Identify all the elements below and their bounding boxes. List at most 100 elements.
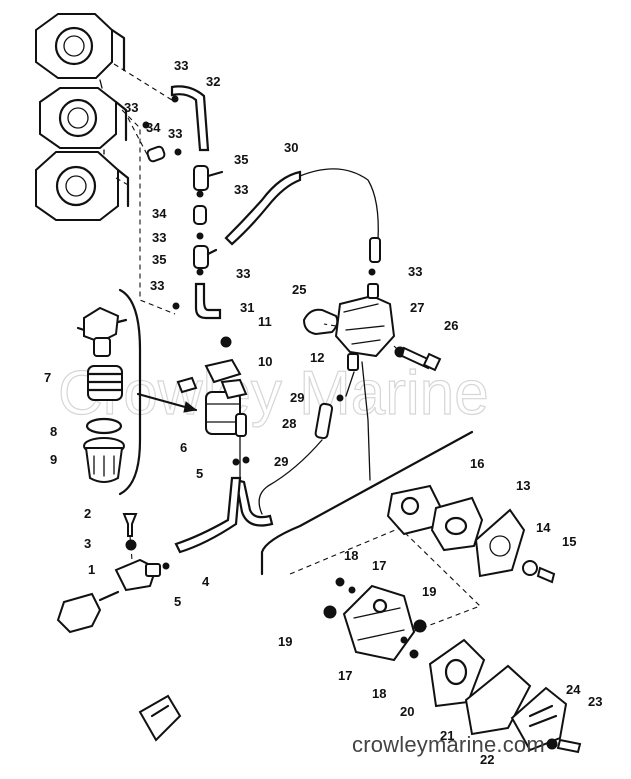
callout-28: 28 <box>282 416 296 431</box>
callout-33: 33 <box>124 100 138 115</box>
tee-fitting-35-upper <box>193 165 224 191</box>
repair-kit-bracket <box>260 430 474 576</box>
hose-31 <box>194 282 222 320</box>
callout-33: 33 <box>408 264 422 279</box>
callout-18: 18 <box>372 686 386 701</box>
hose-30 <box>224 170 302 246</box>
clamp-5a <box>232 458 240 466</box>
diaphragm-21 <box>464 664 532 736</box>
screw-17-upper <box>348 586 356 594</box>
hose-4 <box>174 476 242 554</box>
callout-35: 35 <box>152 252 166 267</box>
filter-kit-bracket <box>118 288 142 496</box>
callout-6: 6 <box>180 440 187 455</box>
screw-17-lower <box>400 636 408 644</box>
tee-fitting-35-lower <box>193 245 218 269</box>
screw-15 <box>536 566 556 584</box>
fuel-pump-12 <box>334 283 396 371</box>
callout-1: 1 <box>88 562 95 577</box>
carb-fitting-leaders <box>113 63 176 315</box>
callout-26: 26 <box>444 318 458 333</box>
valve-19-right <box>413 619 427 633</box>
valve-19-left <box>323 605 337 619</box>
screw-10-bolt <box>176 376 198 394</box>
callout-23: 23 <box>588 694 602 709</box>
callout-16: 16 <box>470 456 484 471</box>
callout-33: 33 <box>152 230 166 245</box>
oring-8 <box>85 417 123 435</box>
callout-18: 18 <box>344 548 358 563</box>
clamp-29b <box>242 456 250 464</box>
nut-11 <box>220 336 232 348</box>
callout-10: 10 <box>258 354 272 369</box>
callout-22: 22 <box>480 752 494 767</box>
callout-13: 13 <box>516 478 530 493</box>
hose-30-leader <box>299 168 379 241</box>
carburetor-assembly <box>35 13 130 221</box>
hose-28 <box>314 402 334 440</box>
callout-25: 25 <box>292 282 306 297</box>
callout-4: 4 <box>202 574 210 589</box>
gasket-25 <box>302 308 339 336</box>
watermark-text: Crowley Marine <box>58 359 489 428</box>
screw-23 <box>556 738 582 754</box>
clamp-5b <box>162 562 170 570</box>
quick-connector <box>56 590 120 634</box>
callout-2: 2 <box>84 506 91 521</box>
callout-7: 7 <box>44 370 51 385</box>
callout-29: 29 <box>290 390 304 405</box>
fuel-filter-6 <box>205 378 248 437</box>
callout-24: 24 <box>566 682 581 697</box>
callout-12: 12 <box>310 350 324 365</box>
filter-cap-assembly <box>76 306 128 357</box>
callout-33: 33 <box>168 126 182 141</box>
screw-2 <box>122 513 138 537</box>
callout-19: 19 <box>422 584 436 599</box>
pump-leaders <box>323 323 399 351</box>
callout-33: 33 <box>234 182 248 197</box>
callout-15: 15 <box>562 534 576 549</box>
bolt-26 <box>400 346 442 372</box>
callout-17: 17 <box>372 558 386 573</box>
callout-5: 5 <box>174 594 181 609</box>
joint-34-lower <box>193 205 207 225</box>
callout-35: 35 <box>234 152 248 167</box>
callout-14: 14 <box>536 520 551 535</box>
callout-33: 33 <box>236 266 250 281</box>
primer-leader <box>129 535 133 561</box>
screw-18-upper <box>335 577 345 587</box>
callout-numbers: 33 32 33 34 33 35 30 33 34 33 35 33 33 3… <box>44 58 602 767</box>
pump-body-lower <box>342 584 416 662</box>
bracket-arrow-head <box>183 401 198 413</box>
callout-33: 33 <box>150 278 164 293</box>
diaphragm-13 <box>474 508 526 578</box>
screw-18-lower <box>409 649 419 659</box>
clamp-29a <box>336 394 344 402</box>
callout-31: 31 <box>240 300 254 315</box>
hose-32 <box>170 85 210 152</box>
connector-1 <box>114 558 161 592</box>
filter-element-7 <box>86 365 124 401</box>
washer-22 <box>546 738 558 750</box>
callout-30: 30 <box>284 140 298 155</box>
gasket-20 <box>428 638 486 708</box>
hose-30-end <box>369 237 381 263</box>
callout-21: 21 <box>440 728 454 743</box>
site-watermark: crowleymarine.com <box>352 732 545 757</box>
hose-28-leader <box>258 439 323 515</box>
joint-34-upper <box>146 145 166 163</box>
callout-27: 27 <box>410 300 424 315</box>
callout-9: 9 <box>50 452 57 467</box>
filter-cup-9 <box>83 437 125 483</box>
bracket-10 <box>204 358 242 384</box>
callout-8: 8 <box>50 424 57 439</box>
nut-14 <box>522 560 538 576</box>
callout-17: 17 <box>338 668 352 683</box>
callout-32: 32 <box>206 74 220 89</box>
callout-33: 33 <box>174 58 188 73</box>
tank-fitting <box>138 694 182 742</box>
callout-34: 34 <box>152 206 167 221</box>
callout-34: 34 <box>146 120 161 135</box>
callout-5: 5 <box>196 466 203 481</box>
